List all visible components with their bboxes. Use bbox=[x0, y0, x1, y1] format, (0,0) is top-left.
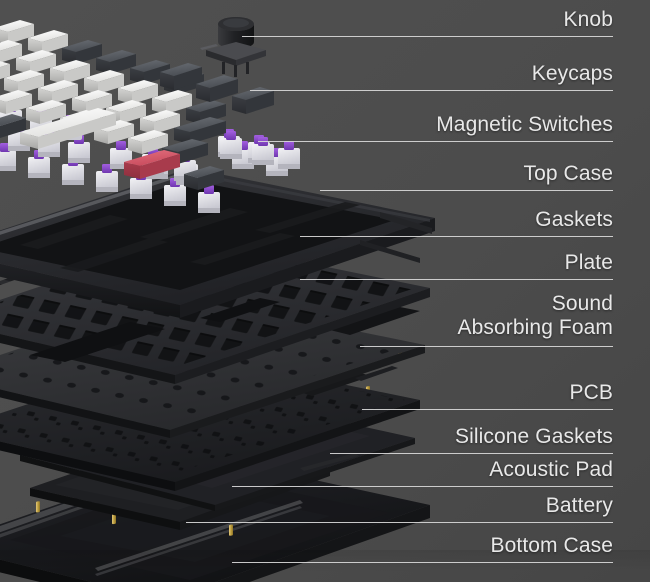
callout-label-keycaps: Keycaps bbox=[531, 62, 613, 85]
leader-line-keycaps bbox=[250, 90, 613, 91]
callout-label-magnetic-switches: Magnetic Switches bbox=[436, 113, 613, 136]
callout-label-top-case: Top Case bbox=[523, 162, 613, 185]
callout-label-bottom-case: Bottom Case bbox=[490, 534, 613, 557]
callout-label-plate: Plate bbox=[564, 251, 613, 274]
leader-line-gaskets bbox=[300, 236, 613, 237]
layer-knob bbox=[200, 17, 266, 77]
layer-keycaps bbox=[0, 20, 274, 190]
leader-line-magnetic-switches bbox=[258, 141, 613, 142]
leader-line-battery bbox=[186, 522, 613, 523]
callout-label-knob: Knob bbox=[563, 8, 613, 31]
callout-label-acoustic-pad: Acoustic Pad bbox=[489, 458, 613, 481]
standoff-pins-bottom bbox=[36, 501, 233, 536]
leader-line-pcb bbox=[362, 409, 613, 410]
callout-label-silicone-gaskets: Silicone Gaskets bbox=[454, 425, 613, 448]
leader-line-sound-absorbing-foam bbox=[360, 346, 613, 347]
callout-label-sound-absorbing-foam: Sound Absorbing Foam bbox=[457, 292, 613, 339]
leader-line-bottom-case bbox=[232, 562, 613, 563]
leader-line-knob bbox=[242, 36, 613, 37]
callout-label-battery: Battery bbox=[545, 494, 613, 517]
leader-line-silicone-gaskets bbox=[330, 453, 613, 454]
callout-label-pcb: PCB bbox=[569, 381, 613, 404]
leader-line-plate bbox=[300, 279, 613, 280]
callout-label-gaskets: Gaskets bbox=[535, 208, 613, 231]
leader-line-top-case bbox=[320, 190, 613, 191]
leader-line-acoustic-pad bbox=[232, 486, 613, 487]
